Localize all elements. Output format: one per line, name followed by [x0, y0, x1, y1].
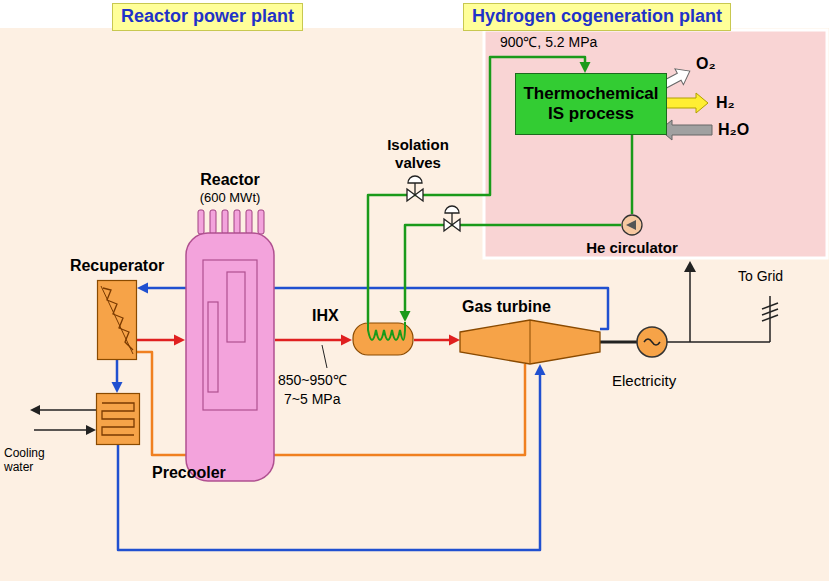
- section-title: Reactor power plant: [112, 3, 303, 31]
- node-label: He circulator: [586, 239, 678, 257]
- flow-line: [632, 135, 633, 214]
- valve-label: Isolation valves: [380, 136, 456, 172]
- arrow-head: [400, 311, 411, 322]
- he-circulator-outline: [621, 214, 643, 236]
- product-label: H₂: [716, 93, 735, 112]
- flow-path: [118, 373, 540, 550]
- control-rods: [198, 210, 264, 234]
- flow-line: [414, 335, 460, 346]
- arrow-head: [535, 364, 546, 375]
- cooling-label: Cooling water: [4, 446, 66, 475]
- node-label: Reactor power plant: [121, 6, 294, 28]
- node-sublabel: (600 MWt): [200, 190, 261, 206]
- node-label: Precooler: [152, 463, 226, 482]
- arrow-head: [684, 261, 696, 272]
- node-label: Thermochemical IS process: [516, 84, 666, 125]
- isolation-valve: [444, 206, 460, 231]
- precooler-box: Precooler: [96, 393, 140, 445]
- node-label: Reactor: [200, 170, 260, 189]
- output-label: To Grid: [738, 268, 783, 285]
- process-box: Thermochemical IS process: [515, 73, 667, 135]
- reactor-vessel: Reactor(600 MWt): [185, 232, 275, 482]
- plant-ground: [0, 28, 829, 581]
- isolation-valve: [407, 176, 423, 201]
- flow-path: [631, 135, 634, 214]
- flow-path: [414, 339, 451, 342]
- arrow-head: [580, 62, 591, 73]
- flow-line: [112, 360, 123, 393]
- output-label: Electricity: [612, 372, 676, 390]
- water-arrow: [660, 120, 712, 140]
- feed-label: H₂O: [718, 120, 749, 139]
- flow-path: [116, 360, 119, 384]
- condition-label: 7~5 MPa: [284, 391, 340, 408]
- condition-label: 900℃, 5.2 MPa: [500, 34, 597, 51]
- precooler-box-outline: [96, 393, 140, 445]
- reactor-vessel-outline: [185, 232, 275, 482]
- condition-label: 850~950℃: [278, 372, 347, 389]
- cooling-water-arrows: [30, 405, 96, 435]
- product-label: O₂: [696, 54, 716, 73]
- leader-line: [322, 345, 327, 368]
- recuperator-box: Recuperator: [97, 280, 137, 360]
- flow-line: [118, 364, 546, 550]
- he-circulator: He circulator: [621, 214, 643, 236]
- heat-exchanger-outline: [352, 322, 414, 356]
- generator-symbol: [637, 327, 667, 357]
- recuperator-box-outline: [97, 280, 137, 360]
- node-label: Gas turbine: [462, 297, 551, 316]
- arrow-head: [112, 382, 123, 393]
- gas-turbine: Gas turbine: [460, 320, 600, 364]
- flow-path: [137, 339, 176, 342]
- heat-exchanger: IHX: [352, 322, 414, 356]
- flow-line: [275, 335, 352, 346]
- flow-path: [275, 339, 343, 342]
- section-title: Hydrogen cogeneration plant: [463, 3, 731, 31]
- node-label: IHX: [312, 306, 339, 325]
- arrow-head: [449, 335, 460, 346]
- flow-line: [137, 335, 185, 346]
- node-label: Hydrogen cogeneration plant: [472, 6, 722, 28]
- arrow-head: [341, 335, 352, 346]
- arrow-head: [137, 283, 148, 294]
- gas-turbine-outline: [460, 320, 600, 364]
- arrow-head: [174, 335, 185, 346]
- node-label: Recuperator: [70, 256, 164, 275]
